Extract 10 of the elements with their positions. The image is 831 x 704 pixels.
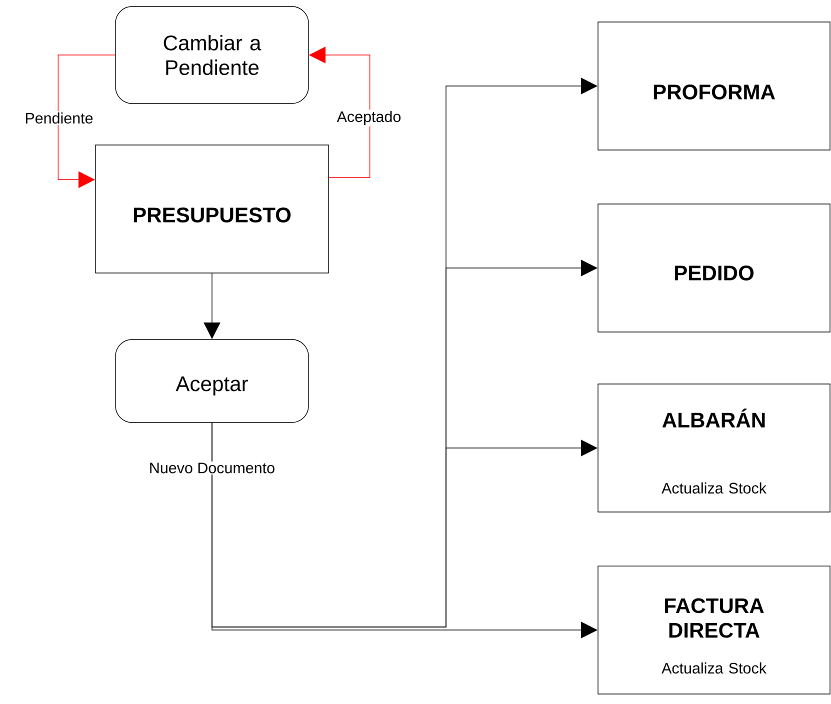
process-box: PROFORMA	[598, 22, 830, 150]
process-box: PEDIDO	[598, 204, 830, 332]
rounded-box: Cambiar a Pendiente	[115, 6, 309, 104]
rounded-box: Aceptar	[115, 339, 309, 423]
process-box: ALBARÁN Actualiza Stock	[598, 384, 830, 512]
edge-label: Pendiente	[24, 111, 94, 125]
process-box: FACTURA DIRECTA Actualiza Stock	[598, 566, 830, 694]
edge-label: Aceptado	[336, 110, 402, 126]
edge-label: Nuevo Documento	[148, 462, 276, 474]
process-box: PRESUPUESTO	[95, 144, 329, 274]
